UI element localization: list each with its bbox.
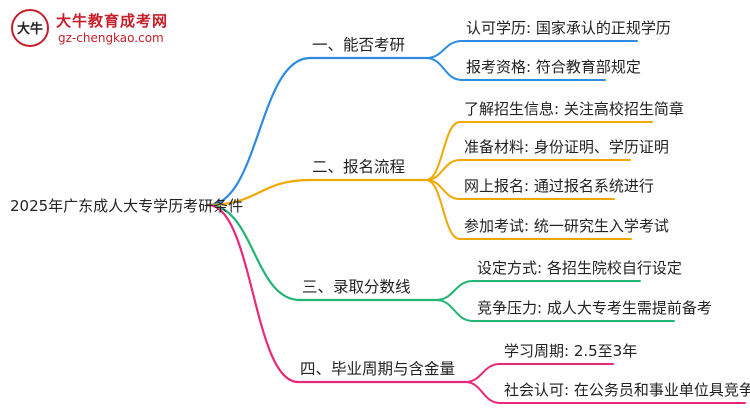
branch-3-label: 三、录取分数线 <box>302 278 411 296</box>
site-logo: 大牛 大牛教育成考网 gz-chengkao.com <box>4 4 194 52</box>
logo-url: gz-chengkao.com <box>58 31 164 45</box>
branch-1-connector <box>206 56 312 207</box>
branch-3-leaf-1-label: 设定方式: 各招生院校自行设定 <box>477 259 682 277</box>
logo-name: 大牛教育成考网 <box>56 12 169 30</box>
branch-2-leaf-1-connector <box>425 121 461 181</box>
branch-1-leaf-1-label: 认可学历: 国家承认的正规学历 <box>466 19 671 37</box>
branch-4-leaf-1-label: 学习周期: 2.5至3年 <box>504 342 638 360</box>
branch-4-connector <box>206 203 300 384</box>
branch-3-leaf-1-connector <box>435 280 474 301</box>
branch-1-leaf-2-connector <box>425 57 463 81</box>
branch-1-leaf-2-label: 报考资格: 符合教育部规定 <box>466 58 641 76</box>
branch-4-leaf-2-connector <box>464 381 501 404</box>
branch-3-leaf-2-label: 竞争压力: 成人大专考生需提前备考 <box>477 299 712 317</box>
branch-2-leaf-2-label: 准备材料: 身份证明、学历证明 <box>464 138 669 156</box>
svg-text:大牛: 大牛 <box>17 21 43 37</box>
logo-badge-icon: 大牛 <box>11 9 49 47</box>
branch-2-connector <box>206 178 312 207</box>
branch-4-leaf-2-label: 社会认可: 在公务员和事业单位具竞争优势 <box>504 381 750 399</box>
branch-4-label: 四、毕业周期与含金量 <box>300 360 456 378</box>
branch-4-leaf-1-connector <box>464 363 501 383</box>
branch-2-leaf-3-label: 网上报名: 通过报名系统进行 <box>464 177 654 195</box>
root-node-label: 2025年广东成人大专学历考研条件 <box>10 197 244 215</box>
branch-1-label: 一、能否考研 <box>312 36 406 54</box>
branch-1-leaf-1-connector <box>425 40 463 59</box>
branch-2-leaf-1-label: 了解招生信息: 关注高校招生简章 <box>464 100 684 118</box>
branch-3-connector <box>206 203 302 302</box>
branch-3-leaf-2-connector <box>435 299 474 322</box>
branch-2-leaf-4-label: 参加考试: 统一研究生入学考试 <box>464 217 669 235</box>
branch-2-label: 二、报名流程 <box>312 158 406 176</box>
branch-2-leaf-4-connector <box>425 179 461 240</box>
